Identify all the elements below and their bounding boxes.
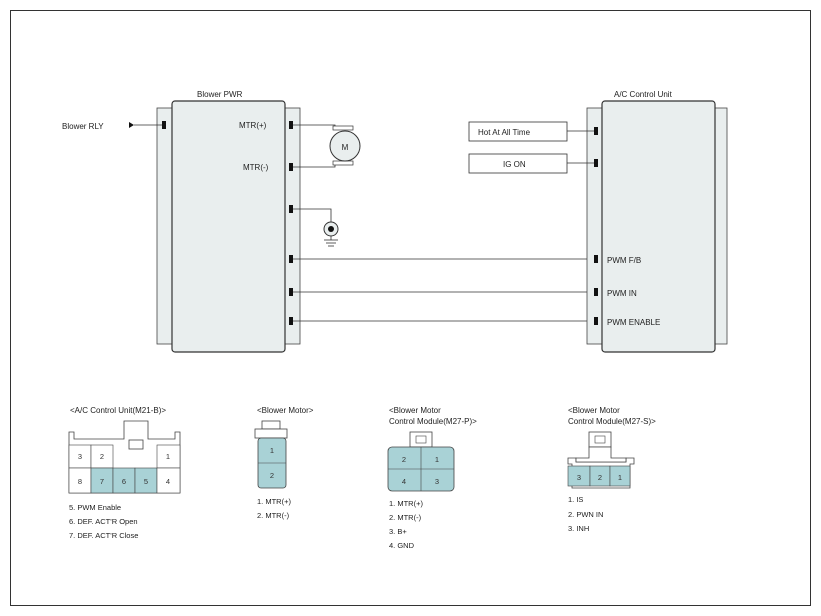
blower-motor-legend-1: 1. MTR(+) xyxy=(257,497,291,506)
pin-label-pwm-in: PWM IN xyxy=(607,289,637,298)
m21b-pin-8: 8 xyxy=(78,477,82,486)
m27s-legend-3: 3. INH xyxy=(568,524,589,533)
connector-m27p: <Blower Motor Control Module(M27-P)> 2 1… xyxy=(387,406,477,550)
pin-label-pwm-enable: PWM ENABLE xyxy=(607,318,660,327)
motor-circuit: M xyxy=(293,124,361,168)
ground-icon xyxy=(293,208,339,247)
pin-hot-at-all-time xyxy=(594,127,598,135)
m27p-legend-4: 4. GND xyxy=(389,541,415,550)
m21b-pin-6: 6 xyxy=(122,477,126,486)
m27p-pin-2: 2 xyxy=(402,455,406,464)
m27s-legend-1: 1. IS xyxy=(568,495,583,504)
motor-symbol-label: M xyxy=(342,143,349,152)
pin-blower-rly xyxy=(162,121,166,129)
pin-mtr-minus xyxy=(289,163,293,171)
pin-ground xyxy=(289,205,293,213)
pin-pwm-in-out xyxy=(289,288,293,296)
pin-mtr-plus xyxy=(289,121,293,129)
m21b-pin-3: 3 xyxy=(78,452,82,461)
pin-pwm-fb xyxy=(594,255,598,263)
blower-rly-arrow xyxy=(129,122,134,128)
pin-label-mtr-minus: MTR(-) xyxy=(243,163,269,172)
m27s-legend-2: 2. PWN IN xyxy=(568,510,603,519)
connector-blower-motor: <Blower Motor> 1 2 1. MTR(+) 2. MTR(-) xyxy=(254,406,314,520)
blower-pwr-module: Blower PWR MTR(+) MTR(-) xyxy=(156,90,301,353)
m21b-legend-3: 7. DEF. ACT'R Close xyxy=(69,531,138,540)
m27p-pin-4: 4 xyxy=(402,477,406,486)
connector-ac-m21b-title: <A/C Control Unit(M21-B)> xyxy=(70,406,166,415)
hot-at-all-time-label: Hot At All Time xyxy=(478,128,531,137)
m27s-pin-1: 1 xyxy=(618,473,622,482)
m27p-legend-1: 1. MTR(+) xyxy=(389,499,423,508)
m27s-pin-3: 3 xyxy=(577,473,581,482)
m21b-pin-4: 4 xyxy=(166,477,170,486)
blower-pwr-title: Blower PWR xyxy=(197,90,243,99)
m21b-pin-2: 2 xyxy=(100,452,104,461)
m27p-legend-2: 2. MTR(-) xyxy=(389,513,422,522)
blower-motor-legend-2: 2. MTR(-) xyxy=(257,511,290,520)
m27p-legend-3: 3. B+ xyxy=(389,527,407,536)
connector-m27s: <Blower Motor Control Module(M27-S)> 3 2… xyxy=(567,406,656,533)
pin-label-mtr-plus: MTR(+) xyxy=(239,121,267,130)
diagram-frame xyxy=(10,10,811,606)
m27p-pin-1: 1 xyxy=(435,455,439,464)
m27s-title-line1: <Blower Motor xyxy=(568,406,620,415)
pin-pwm-in xyxy=(594,288,598,296)
power-input-hot: Hot At All Time xyxy=(468,121,594,142)
motor-icon xyxy=(329,130,361,162)
connector-ac-m21b: <A/C Control Unit(M21-B)> 3 2 1 8 7 6 5 … xyxy=(68,406,181,540)
pin-pwm-enable xyxy=(594,317,598,325)
ac-unit-title: A/C Control Unit xyxy=(614,90,673,99)
m27s-pin-2: 2 xyxy=(598,473,602,482)
power-input-ig: IG ON xyxy=(468,153,594,174)
m27s-title-line2: Control Module(M27-S)> xyxy=(568,417,656,426)
m21b-legend-2: 6. DEF. ACT'R Open xyxy=(69,517,138,526)
m21b-pin-5: 5 xyxy=(144,477,148,486)
pin-ig-on xyxy=(594,159,598,167)
m21b-pin-7: 7 xyxy=(100,477,104,486)
m21b-pin-1: 1 xyxy=(166,452,170,461)
blower-motor-pin-2: 2 xyxy=(270,471,274,480)
m27p-pin-3: 3 xyxy=(435,477,439,486)
blower-rly-label: Blower RLY xyxy=(62,122,104,131)
m27p-title-line2: Control Module(M27-P)> xyxy=(389,417,477,426)
m27p-title-line1: <Blower Motor xyxy=(389,406,441,415)
blower-motor-pin-1: 1 xyxy=(270,446,274,455)
pin-pwm-enable-out xyxy=(289,317,293,325)
pin-label-pwm-fb: PWM F/B xyxy=(607,256,641,265)
ig-on-label: IG ON xyxy=(503,160,526,169)
pin-pwm-fb-out xyxy=(289,255,293,263)
ac-control-unit-module: A/C Control Unit PWM F/B PWM IN PWM ENAB… xyxy=(586,90,728,353)
m21b-legend-1: 5. PWM Enable xyxy=(69,503,121,512)
blower-motor-connector-title: <Blower Motor> xyxy=(257,406,314,415)
